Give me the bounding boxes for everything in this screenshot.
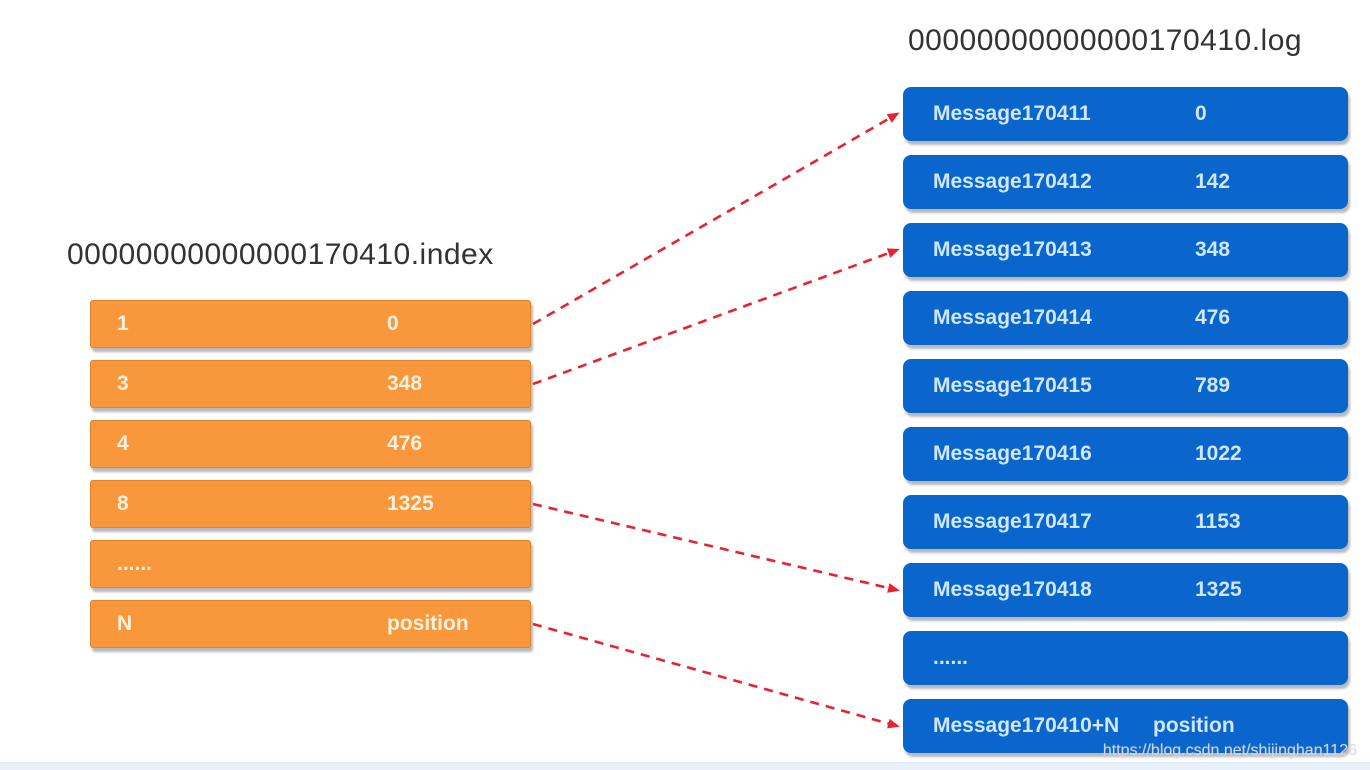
log-row-position: 348 (1195, 238, 1231, 261)
log-row: ...... (903, 631, 1348, 685)
log-row-message: Message170416 (933, 442, 1092, 465)
log-row: Message170418 1325 (903, 563, 1348, 617)
log-row-message: Message170414 (933, 306, 1092, 329)
log-row-message: Message170413 (933, 238, 1092, 261)
log-row-message: Message170412 (933, 170, 1092, 193)
log-row-message: Message170410+N (933, 714, 1120, 737)
index-to-log-arrow (532, 112, 900, 326)
index-row-offset: 4 (117, 432, 129, 455)
index-row-position: 476 (387, 432, 423, 455)
index-row-offset: 3 (117, 372, 129, 395)
index-row: 4 476 (90, 420, 531, 468)
log-row-position: position (1153, 714, 1235, 737)
log-row-message: Message170415 (933, 374, 1092, 397)
index-row: ...... (90, 540, 531, 588)
log-row-message: ...... (933, 646, 969, 669)
index-row-offset: N (117, 612, 133, 635)
log-row: Message170411 0 (903, 87, 1348, 141)
log-row-position: 476 (1195, 306, 1231, 329)
log-row-position: 1153 (1195, 510, 1241, 533)
index-row-position: 0 (387, 312, 399, 335)
index-row-offset: ...... (117, 552, 153, 575)
index-row: 8 1325 (90, 480, 531, 528)
log-row: Message170417 1153 (903, 495, 1348, 549)
log-row-message: Message170418 (933, 578, 1092, 601)
bottom-band-divider (0, 762, 1370, 770)
log-row-position: 1022 (1195, 442, 1242, 465)
index-row-position: position (387, 612, 469, 635)
log-row: Message170413 348 (903, 223, 1348, 277)
index-to-log-arrow (532, 622, 900, 729)
index-row-position: 348 (387, 372, 423, 395)
index-to-log-arrow (532, 248, 900, 386)
index-to-log-arrow (532, 502, 900, 593)
log-file-title: 00000000000000170410.log (908, 24, 1303, 57)
log-row-message: Message170411 (933, 102, 1091, 125)
log-row: Message170414 476 (903, 291, 1348, 345)
index-row-offset: 8 (117, 492, 129, 515)
log-row-position: 789 (1195, 374, 1231, 397)
log-row-position: 1325 (1195, 578, 1242, 601)
index-row-position: 1325 (387, 492, 434, 515)
log-row-position: 0 (1195, 102, 1207, 125)
index-file-title: 00000000000000170410.index (67, 238, 494, 271)
log-row: Message170410+N position (903, 699, 1348, 753)
log-row-message: Message170417 (933, 510, 1092, 533)
log-row: Message170416 1022 (903, 427, 1348, 481)
log-row: Message170415 789 (903, 359, 1348, 413)
log-row-position: 142 (1195, 170, 1231, 193)
log-row: Message170412 142 (903, 155, 1348, 209)
watermark-url: https://blog.csdn.net/shijinghan1126 (1102, 742, 1357, 759)
index-row: 3 348 (90, 360, 531, 408)
index-row-offset: 1 (117, 312, 129, 335)
